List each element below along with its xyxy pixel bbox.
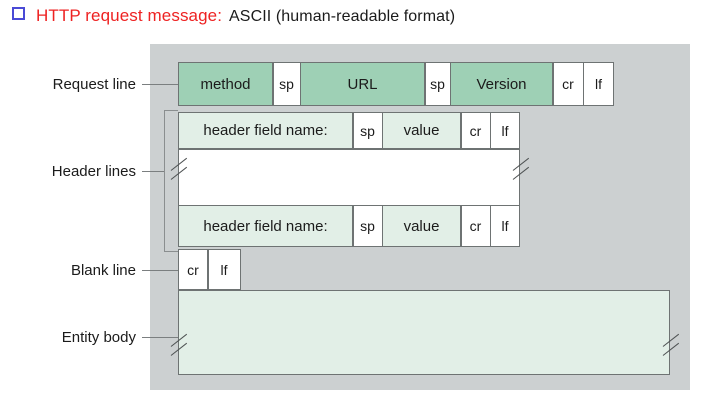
header-line-1-cell-cr: cr bbox=[460, 112, 491, 149]
leader-blank-line bbox=[142, 270, 178, 271]
label-blank-line: Blank line bbox=[70, 262, 136, 279]
label-header-lines: Header lines bbox=[51, 163, 136, 180]
leader-entity-body bbox=[142, 337, 178, 338]
header-line-2-cell-lf: lf bbox=[490, 205, 520, 247]
header-line-2-cell-value: value bbox=[382, 205, 461, 247]
header-line-1-cell-sp: sp bbox=[352, 112, 383, 149]
label-request-line: Request line bbox=[52, 76, 136, 93]
break-mark-header-right bbox=[512, 157, 534, 181]
request-line-cell-lf: lf bbox=[583, 62, 614, 106]
request-line-cell-cr: cr bbox=[552, 62, 584, 106]
title-highlight-text: HTTP request message: bbox=[36, 6, 223, 25]
break-mark-entity-left bbox=[170, 333, 192, 357]
break-mark-header-left bbox=[170, 157, 192, 181]
request-line-cell-sp-1: sp bbox=[272, 62, 301, 106]
hollow-square-bullet-icon bbox=[12, 7, 25, 20]
header-line-2-cell-name: header field name: bbox=[178, 205, 353, 247]
request-line-cell-method: method bbox=[178, 62, 273, 106]
blank-line-cell-cr: cr bbox=[178, 249, 208, 290]
break-mark-entity-right bbox=[662, 333, 684, 357]
header-line-1-cell-name: header field name: bbox=[178, 112, 353, 149]
slide-title: HTTP request message: ASCII (human-reada… bbox=[12, 6, 455, 26]
request-line-cell-url: URL bbox=[300, 62, 425, 106]
header-lines-bracket bbox=[164, 110, 178, 252]
request-line-cell-sp-2: sp bbox=[424, 62, 451, 106]
title-rest-text: ASCII (human-readable format) bbox=[229, 8, 456, 25]
request-line-cell-version: Version bbox=[450, 62, 553, 106]
label-entity-body: Entity body bbox=[61, 329, 136, 346]
leader-request-line bbox=[142, 84, 178, 85]
header-line-2-cell-sp: sp bbox=[352, 205, 383, 247]
header-line-1-cell-value: value bbox=[382, 112, 461, 149]
header-line-1-cell-lf: lf bbox=[490, 112, 520, 149]
header-lines-continuation bbox=[178, 148, 520, 206]
leader-header-lines bbox=[142, 171, 164, 172]
entity-body-box bbox=[178, 290, 670, 375]
blank-line-cell-lf: lf bbox=[207, 249, 241, 290]
header-line-2-cell-cr: cr bbox=[460, 205, 491, 247]
